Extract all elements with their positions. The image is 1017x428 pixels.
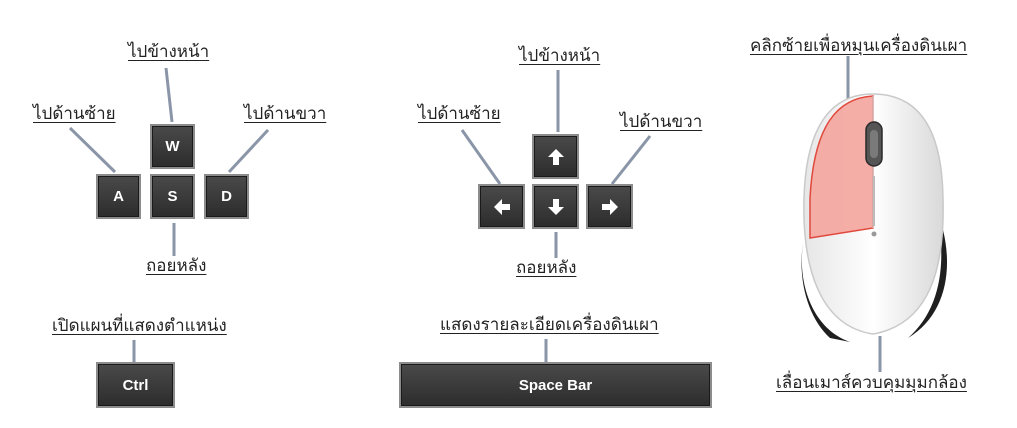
wasd-forward-line xyxy=(164,67,174,123)
wasd-right-line xyxy=(227,128,270,174)
wasd-left-label: ไปด้านซ้าย xyxy=(33,104,116,124)
ctrl-key[interactable]: Ctrl xyxy=(96,362,175,408)
arrow-right-icon xyxy=(601,198,618,215)
down-arrow-key[interactable] xyxy=(532,184,579,229)
right-arrow-key[interactable] xyxy=(586,184,633,229)
arrow-down-icon xyxy=(547,198,564,215)
arrow-up-icon xyxy=(547,148,564,165)
space-label: แสดงรายละเอียดเครื่องดินเผา xyxy=(440,315,659,335)
arrows-back-label: ถอยหลัง xyxy=(516,258,577,278)
wasd-right-label: ไปด้านขวา xyxy=(244,104,327,124)
up-arrow-key[interactable] xyxy=(532,134,579,179)
ctrl-label: เปิดแผนที่แสดงตำแหน่ง xyxy=(52,316,227,336)
arrows-right-line xyxy=(610,135,652,185)
wasd-forward-label: ไปข้างหน้า xyxy=(128,42,210,62)
wasd-back-label: ถอยหลัง xyxy=(146,256,207,276)
arrow-left-icon xyxy=(493,198,510,215)
a-key[interactable]: A xyxy=(96,174,141,219)
mouse-illustration[interactable] xyxy=(790,88,956,346)
left-click-highlight xyxy=(809,95,874,239)
d-key[interactable]: D xyxy=(204,174,249,219)
left-grip xyxy=(801,238,850,342)
arrows-forward-label: ไปข้างหน้า xyxy=(519,46,601,66)
wasd-left-line xyxy=(68,126,117,174)
s-key[interactable]: S xyxy=(150,174,195,219)
w-key[interactable]: W xyxy=(150,124,195,169)
space-bar-key[interactable]: Space Bar xyxy=(399,362,712,408)
right-grip xyxy=(908,208,948,338)
arrows-right-label: ไปด้านขวา xyxy=(620,112,703,132)
mouse-click-label: คลิกซ้ายเพื่อหมุนเครื่องดินเผา xyxy=(750,36,968,56)
mouse-move-label: เลื่อนเมาส์ควบคุมมุมกล้อง xyxy=(776,373,967,393)
arrows-left-label: ไปด้านซ้าย xyxy=(418,104,501,124)
left-arrow-key[interactable] xyxy=(478,184,525,229)
indicator-dot xyxy=(871,231,877,237)
arrows-left-line xyxy=(460,129,502,185)
scroll-wheel-inner xyxy=(870,130,878,158)
